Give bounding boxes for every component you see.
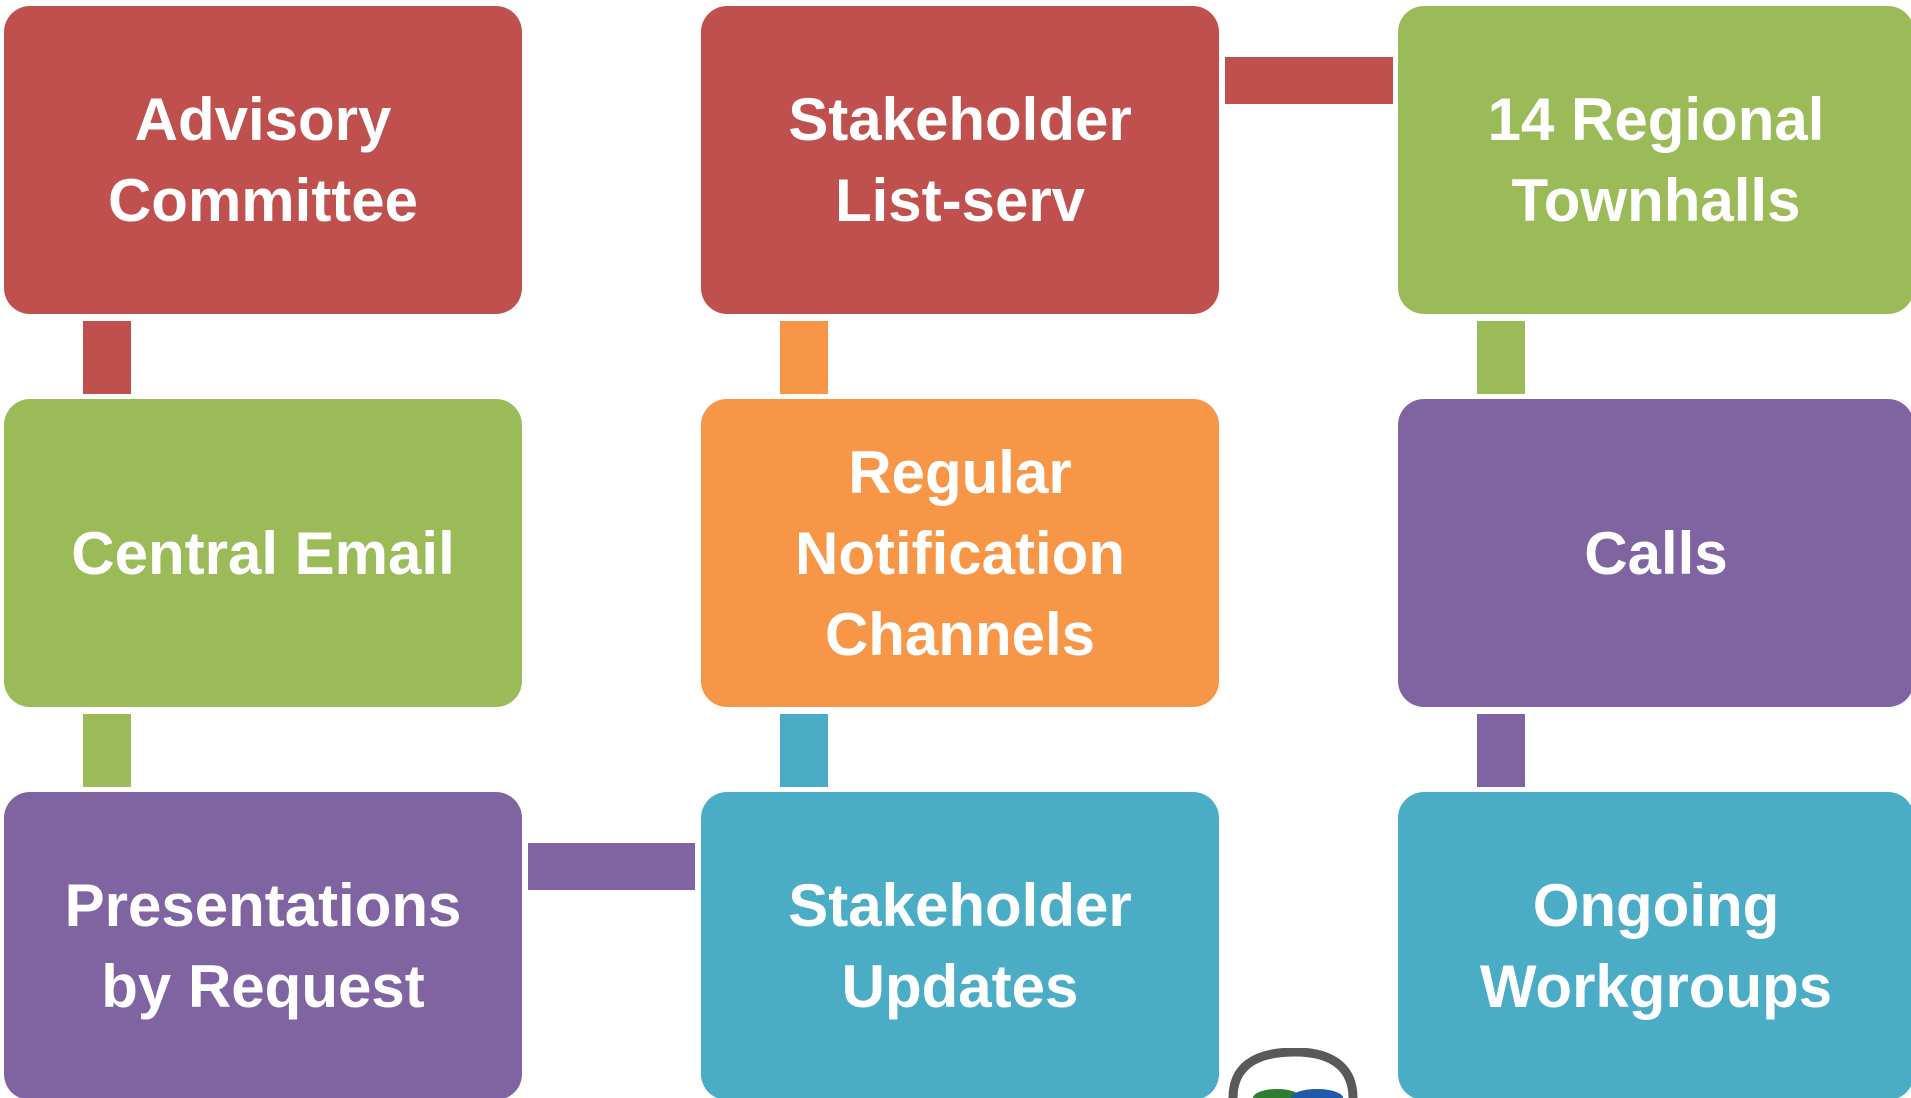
central-email-line1: Central Email (71, 519, 455, 587)
presentations-line1: Presentations (64, 872, 462, 939)
connector-calls-to-workgroups (1477, 714, 1525, 787)
regular-notification-line2: Notification (795, 519, 1125, 587)
regular-notification-box: Regular Notification Channels (701, 399, 1219, 707)
stakeholder-listserv-line1: Stakeholder (788, 86, 1132, 153)
advisory-committee-line1: Advisory (134, 86, 392, 153)
stakeholder-updates-line2: Updates (841, 953, 1079, 1020)
presentations-box: Presentations by Request (4, 792, 522, 1098)
calls-line1: Calls (1584, 519, 1728, 587)
calls-box: Calls (1398, 399, 1911, 707)
stakeholder-updates-box: Stakeholder Updates (701, 792, 1219, 1098)
stakeholder-updates-line1: Stakeholder (788, 872, 1132, 939)
organization-logo-icon (1228, 1048, 1358, 1098)
advisory-committee-line2: Committee (107, 167, 419, 234)
regional-townhalls-box: 14 Regional Townhalls (1398, 6, 1911, 314)
regional-townhalls-line2: Townhalls (1511, 167, 1801, 234)
connector-email-to-presentations (83, 714, 131, 787)
connector-notification-to-updates (780, 714, 828, 787)
connector-advisory-to-email (83, 321, 131, 394)
presentations-line2: by Request (101, 953, 425, 1020)
connector-listserv-to-notification (780, 321, 828, 394)
connector-presentations-to-updates (528, 843, 695, 890)
advisory-committee-box: Advisory Committee (4, 6, 522, 314)
connector-townhalls-to-calls (1477, 321, 1525, 394)
regular-notification-line1: Regular (848, 438, 1072, 506)
regular-notification-line3: Channels (824, 600, 1096, 668)
regional-townhalls-line1: 14 Regional (1487, 86, 1825, 153)
ongoing-workgroups-line2: Workgroups (1479, 953, 1833, 1020)
stakeholder-listserv-line2: List-serv (834, 167, 1086, 234)
central-email-box: Central Email (4, 399, 522, 707)
ongoing-workgroups-line1: Ongoing (1532, 872, 1780, 939)
connector-listserv-to-townhalls (1225, 57, 1393, 104)
ongoing-workgroups-box: Ongoing Workgroups (1398, 792, 1911, 1098)
stakeholder-listserv-box: Stakeholder List-serv (701, 6, 1219, 314)
